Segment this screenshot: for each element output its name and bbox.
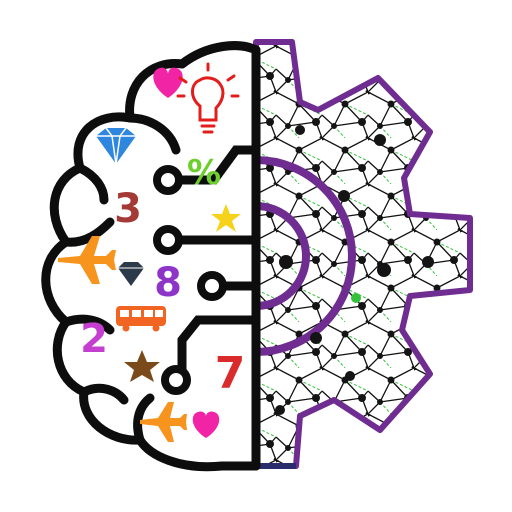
gear-inner-arc-inner xyxy=(256,202,310,310)
network-nodes xyxy=(275,125,434,415)
heart-icon xyxy=(153,67,183,98)
digit-seven: 7 xyxy=(215,348,246,399)
star-icon xyxy=(124,350,160,382)
gear-inner-arc-outer xyxy=(256,156,356,356)
brain-outline xyxy=(41,41,261,472)
lightbulb-icon xyxy=(176,62,240,134)
gear-network xyxy=(253,39,473,469)
percent-symbol: % xyxy=(187,153,221,193)
circuit-nodes xyxy=(153,165,227,395)
airplane-icon xyxy=(58,236,116,284)
gear-body xyxy=(253,39,473,469)
star-icon xyxy=(211,204,241,232)
airplane-icon xyxy=(140,402,187,442)
diamond-icon xyxy=(96,127,136,165)
digit-two: 2 xyxy=(80,316,108,362)
diamond-icon xyxy=(118,262,144,286)
digit-eight: 8 xyxy=(154,260,182,306)
circuit-traces xyxy=(173,145,261,377)
bus-icon xyxy=(116,306,166,332)
heart-icon xyxy=(192,411,220,438)
digit-three: 3 xyxy=(114,186,142,232)
